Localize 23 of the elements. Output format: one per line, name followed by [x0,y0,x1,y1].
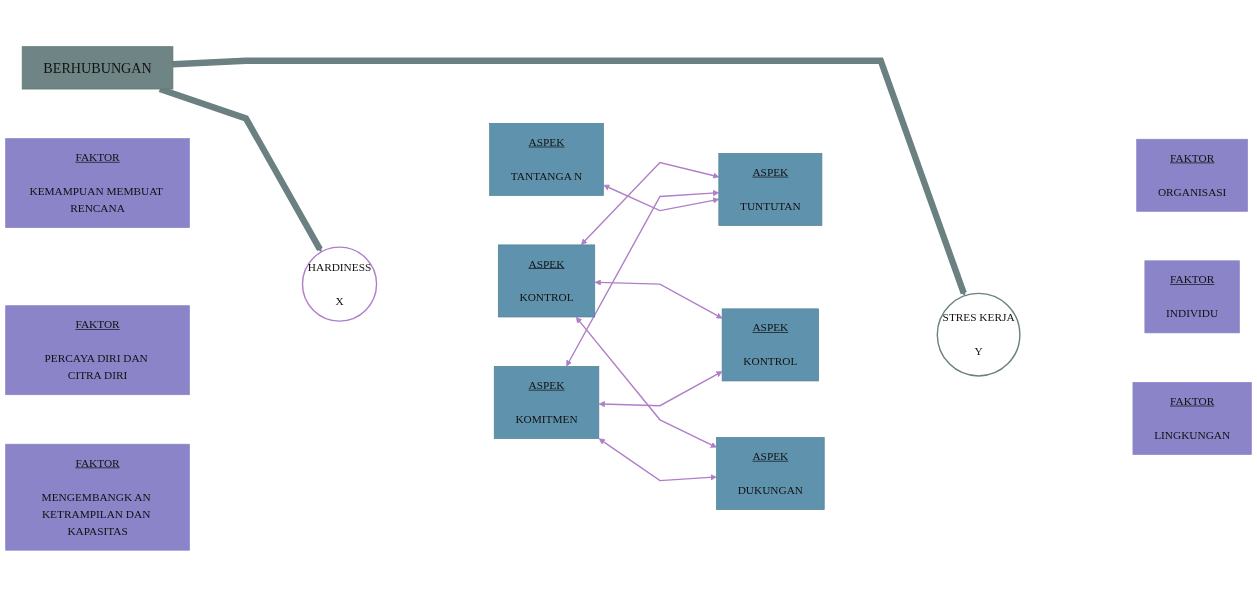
node-box: FAKTOR INDIVIDU [1144,260,1240,333]
node-circle: HARDINESS X [301,245,378,322]
node-box: ASPEK TANTANGA N [489,122,604,196]
arrow [575,316,717,448]
arrow [603,184,720,211]
node-circle: STRES KERJA Y [936,292,1021,377]
arrow [598,370,723,407]
node-box: FAKTOR PERCAYA DIRI DAN CITRA DIRI [5,304,190,395]
node-box: ASPEK KONTROL [497,244,596,317]
node-box: ASPEK KOMITMEN [493,365,600,439]
arrow [594,278,723,319]
node-box: FAKTOR LINGKUNGAN [1132,381,1252,455]
node-box: FAKTOR ORGANISASI [1136,138,1248,212]
node-box: BERHUBUNGAN [21,45,174,89]
arrow [566,189,720,367]
node-box: ASPEK KONTROL [721,308,819,381]
arrow [598,437,717,481]
node-box: FAKTOR MENGEMBANGK AN KETRAMPILAN DAN KAPASITAS [5,443,190,551]
node-box: FAKTOR KEMAMPUAN MEMBUAT RENCANA [5,137,190,228]
arrow [172,57,967,296]
node-box: ASPEK DUKUNGAN [716,436,825,510]
node-box: ASPEK TUNTUTAN [718,152,823,226]
arrow [580,161,720,245]
